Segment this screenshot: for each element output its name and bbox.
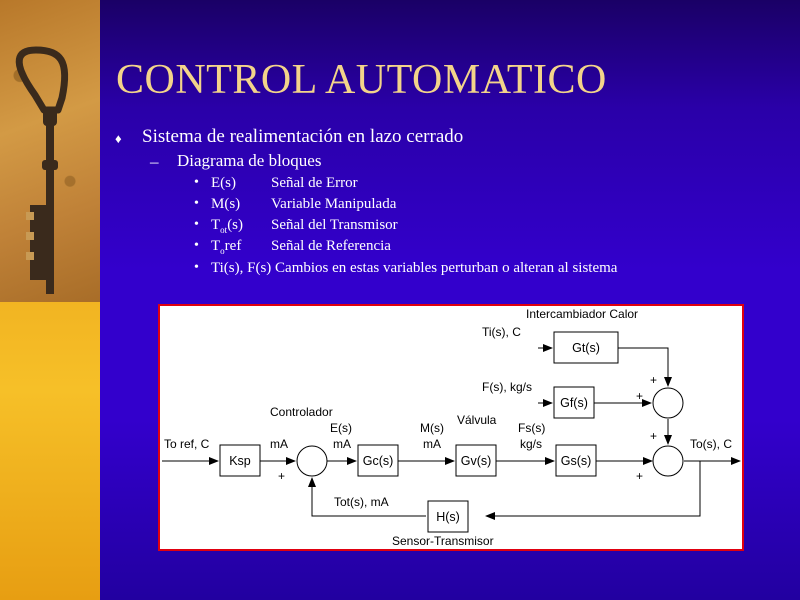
tot-label: Tot(s), mA [334, 495, 389, 509]
slide-title: CONTROL AUTOMATICO [116, 57, 607, 103]
block-label: Gs(s) [561, 454, 592, 468]
plus-sign: + [636, 469, 643, 483]
f-label: F(s), kg/s [482, 380, 532, 394]
ma-label: mA [270, 437, 288, 451]
item-symbol: Tot(s) [211, 217, 244, 235]
kgs-label: kg/s [520, 437, 542, 451]
block-label: Gf(s) [560, 396, 588, 410]
block-diagram: Ksp Gc(s) Gv(s) Gs(s) Gt(s) Gf(s) H(s) I… [162, 307, 741, 548]
connector-line [308, 477, 426, 517]
block-diagram-frame: Ksp Gc(s) Gv(s) Gs(s) Gt(s) Gf(s) H(s) I… [158, 304, 744, 551]
diamond-bullet-icon: ♦ [115, 131, 122, 146]
item-description: Señal de Error [271, 175, 358, 191]
ti-label: Ti(s), C [482, 325, 521, 339]
dot-bullet-icon: • [194, 175, 199, 190]
item-description: Señal de Referencia [271, 238, 391, 254]
block-label: Ksp [229, 454, 251, 468]
block-label: Gc(s) [363, 454, 394, 468]
block-label: Gt(s) [572, 341, 600, 355]
block-label: H(s) [436, 510, 460, 524]
tos-label: To(s), C [690, 437, 732, 451]
dot-bullet-icon: • [194, 238, 199, 253]
es-label: E(s) [330, 421, 352, 435]
fs-label: Fs(s) [518, 421, 545, 435]
block-ksp [219, 444, 261, 477]
antique-key-icon [15, 46, 69, 294]
bullet-level2: Diagrama de bloques [177, 151, 322, 170]
sensor-label: Sensor-Transmisor [392, 534, 494, 548]
summing-junction-error [296, 445, 328, 477]
connector-line [485, 461, 701, 520]
block-gs [555, 444, 597, 477]
heat-exchanger-label: Intercambiador Calor [526, 307, 638, 321]
block-gf [553, 386, 595, 419]
key-photo [0, 0, 100, 302]
dot-bullet-icon: • [194, 196, 199, 211]
ma-label: mA [333, 437, 351, 451]
item-text: Ti(s), F(s) Cambios en estas variables p… [211, 260, 618, 276]
dash-bullet-icon: – [150, 152, 159, 171]
item-description: Variable Manipulada [271, 196, 397, 212]
summing-junction-output [652, 445, 684, 477]
block-gt [553, 331, 619, 364]
item-symbol: M(s) [211, 196, 241, 212]
dot-bullet-icon: • [194, 260, 199, 275]
item-symbol: E(s) [211, 175, 236, 191]
block-gv [455, 444, 497, 477]
plus-sign: + [650, 373, 657, 387]
block-h [427, 500, 469, 533]
plus-sign: + [636, 389, 643, 403]
ms-label: M(s) [420, 421, 444, 435]
connector-line [618, 347, 672, 387]
block-label: Gv(s) [461, 454, 492, 468]
controller-label: Controlador [270, 405, 333, 419]
summing-junction-disturbance [652, 387, 684, 419]
block-gc [357, 444, 399, 477]
valve-label: Válvula [457, 413, 497, 427]
plus-sign: + [650, 429, 657, 443]
dot-bullet-icon: • [194, 217, 199, 232]
toref-label: To ref, C [164, 437, 210, 451]
ma-label: mA [423, 437, 441, 451]
item-description: Señal del Transmisor [271, 217, 398, 233]
plus-sign: + [278, 469, 285, 483]
bullet-level1: Sistema de realimentación en lazo cerrad… [142, 126, 464, 147]
item-symbol: Toref [211, 238, 242, 256]
